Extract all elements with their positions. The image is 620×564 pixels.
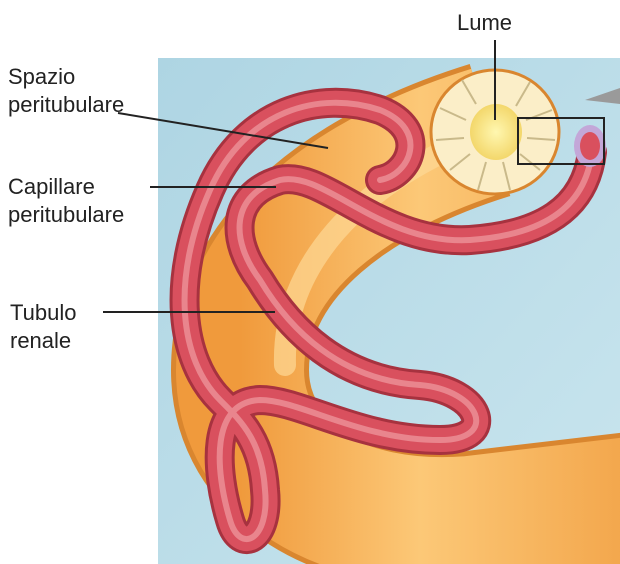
label-peritubular-capillary: Capillare peritubulare [8,174,124,227]
label-renal-tubule: Tubulo renale [10,300,83,353]
label-lumen: Lume [457,10,512,35]
label-peritubular-space: Spazio peritubulare [8,64,124,117]
capillary-cross-section [574,125,606,167]
